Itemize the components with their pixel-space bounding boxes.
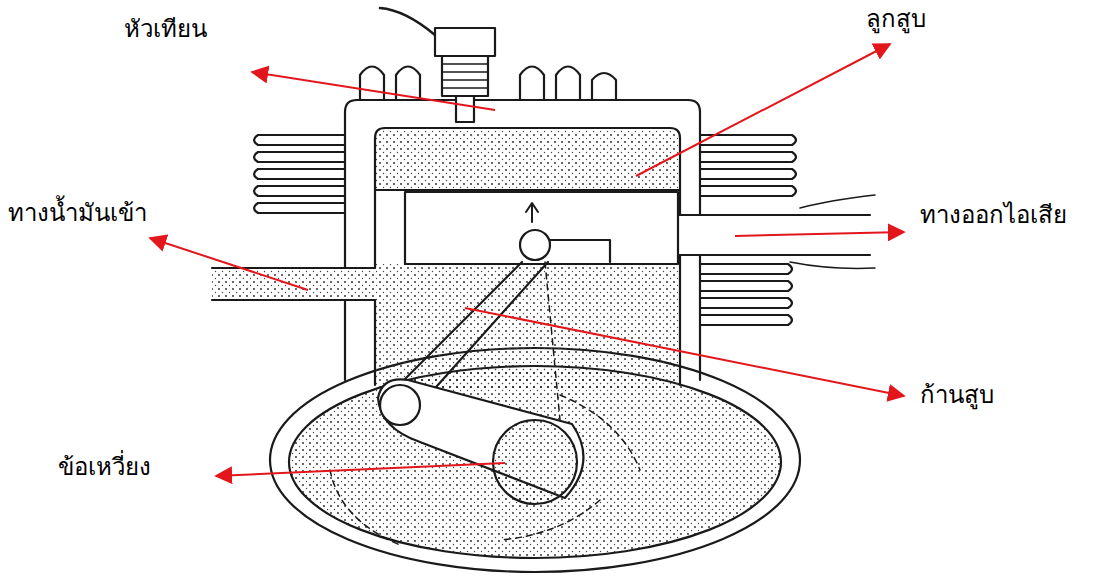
exhaust-sketch bbox=[800, 195, 875, 208]
crankshaft bbox=[493, 420, 577, 504]
piston-direction bbox=[526, 203, 538, 222]
crankcase-detail bbox=[330, 395, 640, 545]
part-label: ก้านสูบ bbox=[914, 378, 1000, 413]
engine-sketch bbox=[212, 8, 875, 572]
leader-arrow bbox=[252, 72, 495, 110]
spark-plug-body bbox=[442, 56, 488, 96]
cooling-fins-right bbox=[700, 135, 796, 325]
leader-arrow bbox=[735, 232, 904, 236]
intake-charge bbox=[212, 268, 375, 300]
cylinder-wall bbox=[679, 190, 681, 215]
spark-plug-thread bbox=[442, 64, 488, 88]
part-label: ลูกสูบ bbox=[860, 2, 932, 37]
crank-pin bbox=[380, 385, 420, 425]
part-label: หัวเทียน bbox=[118, 12, 213, 47]
cylinder-wall bbox=[374, 190, 376, 268]
part-label: ทางออกไอเสีย bbox=[914, 198, 1073, 233]
cylinder-wall bbox=[374, 300, 376, 385]
ignition-wire bbox=[380, 8, 435, 35]
cylinder-wall bbox=[699, 255, 701, 380]
leader-arrow bbox=[150, 238, 308, 290]
spark-plug-electrode bbox=[456, 96, 474, 122]
leader-arrow bbox=[216, 463, 505, 476]
rod-detail bbox=[545, 262, 560, 420]
cylinder-wall bbox=[679, 255, 681, 385]
piston bbox=[405, 192, 678, 264]
cylinder-wall bbox=[344, 140, 346, 268]
piston-detail bbox=[550, 240, 610, 262]
part-label: ข้อเหวี่ยง bbox=[52, 450, 157, 485]
leader-arrow bbox=[465, 308, 904, 396]
cylinder-wall bbox=[344, 300, 346, 380]
leader-lines bbox=[150, 44, 904, 476]
piston-pin bbox=[520, 230, 550, 260]
combustion-chamber bbox=[375, 128, 680, 190]
exhaust-sketch bbox=[790, 262, 875, 268]
spark-plug-cap bbox=[435, 28, 495, 56]
leader-arrow bbox=[636, 44, 890, 176]
crankcase-inner bbox=[289, 366, 781, 558]
intake-port bbox=[212, 268, 375, 300]
cooling-fins-left bbox=[254, 135, 345, 213]
part-label: ทางน้ำมันเข้า bbox=[2, 196, 153, 231]
